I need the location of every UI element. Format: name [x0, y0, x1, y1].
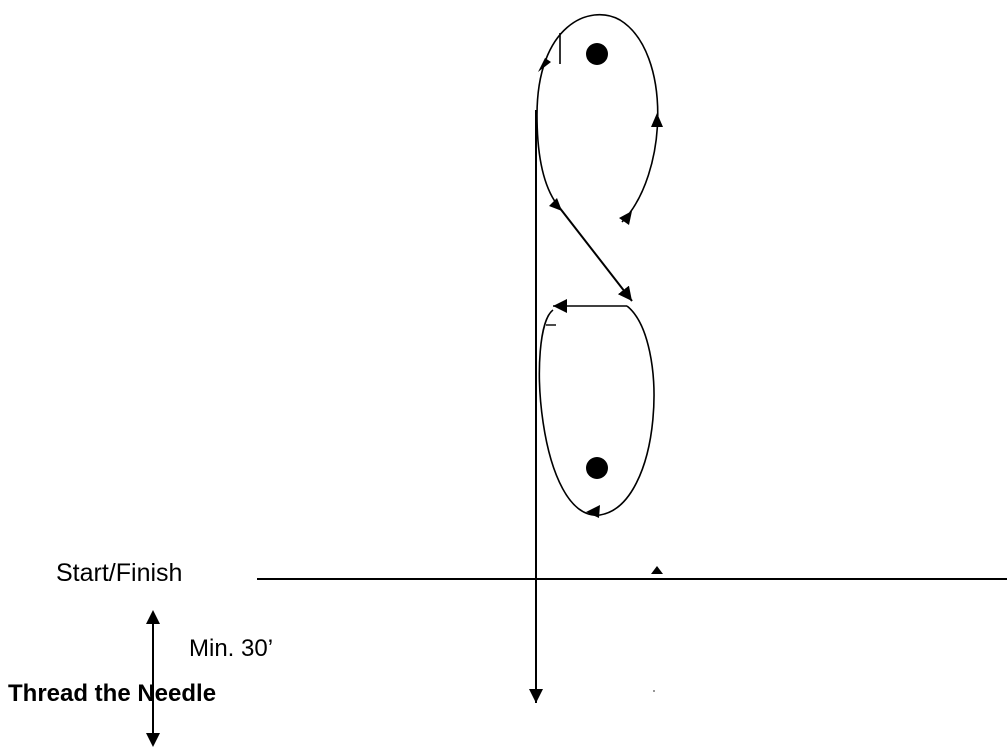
start-triangle	[651, 566, 663, 574]
stray-dot	[653, 690, 655, 692]
min-distance-label: Min. 30’	[189, 635, 274, 662]
arrow-lower-loop	[586, 505, 600, 518]
lower-marker	[586, 457, 608, 479]
arrow-upper-mid	[619, 211, 632, 225]
lower-loop	[538, 305, 655, 516]
start-finish-label: Start/Finish	[56, 559, 183, 587]
upper-loop-outer	[536, 13, 659, 223]
arrow-diagonal-start	[549, 198, 562, 211]
diagonal-crossing	[558, 206, 633, 302]
distance-arrow-top-head	[146, 610, 160, 624]
diagram-title: Thread the Needle	[8, 680, 217, 707]
upper-marker	[586, 43, 608, 65]
arrow-upper-left	[538, 58, 551, 72]
arrow-upper-right	[651, 113, 663, 127]
upper-loop-lower-arc	[536, 114, 560, 208]
distance-arrow-bottom-head	[146, 733, 160, 747]
